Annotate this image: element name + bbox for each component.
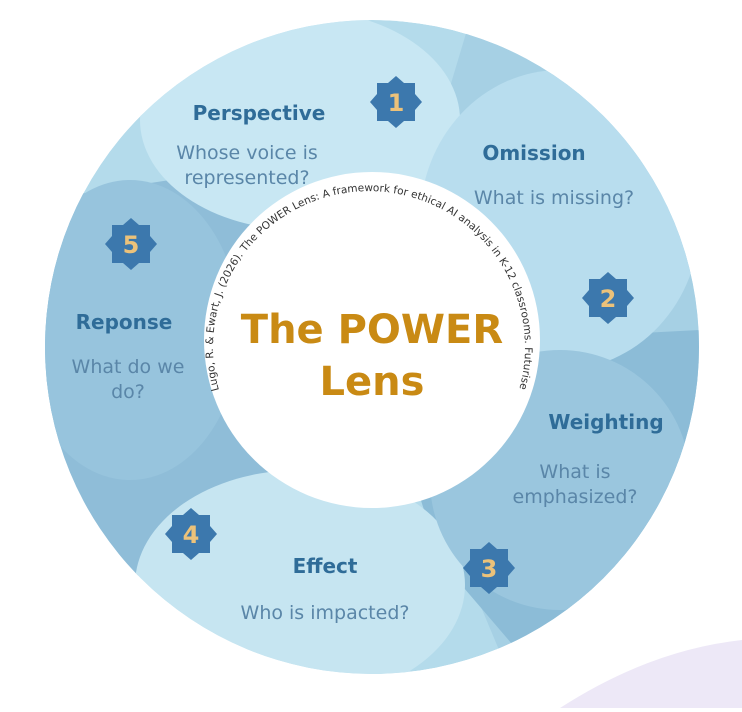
- center-circle: [204, 172, 540, 508]
- step-5-question-line1: What do we: [72, 356, 185, 378]
- badge-2-number: 2: [600, 285, 617, 313]
- step-1-question-line1: Whose voice is: [176, 142, 318, 164]
- step-1-question-line2: represented?: [184, 167, 309, 189]
- step-5-title: Reponse: [76, 310, 173, 334]
- step-2-title: Omission: [482, 141, 585, 165]
- step-3-title: Weighting: [548, 410, 663, 434]
- badge-3-number: 3: [481, 555, 498, 583]
- center-title-line1: The POWER: [241, 307, 503, 353]
- corner-decoration: [560, 640, 742, 708]
- step-effect: 4 Effect Who is impacted?: [165, 508, 409, 624]
- center-title-line2: Lens: [320, 359, 425, 405]
- step-3-question-line2: emphasized?: [513, 486, 638, 508]
- badge-5-number: 5: [123, 231, 140, 259]
- step-omission: 2 Omission What is missing?: [474, 141, 634, 324]
- lobe-response: [45, 180, 240, 480]
- step-weighting: 3 Weighting What is emphasized?: [463, 410, 664, 594]
- step-2-question-line1: What is missing?: [474, 187, 634, 209]
- step-4-title: Effect: [293, 554, 358, 578]
- lobe-effect: [135, 470, 465, 674]
- step-3-question-line1: What is: [539, 461, 610, 483]
- step-response: 5 Reponse What do we do?: [72, 218, 185, 403]
- step-1-title: Perspective: [193, 101, 326, 125]
- step-5-question-line2: do?: [111, 381, 145, 403]
- step-4-question-line1: Who is impacted?: [241, 602, 410, 624]
- badge-1-number: 1: [388, 89, 405, 117]
- badge-4-number: 4: [183, 521, 200, 549]
- step-perspective: 1 Perspective Whose voice is represented…: [176, 76, 422, 189]
